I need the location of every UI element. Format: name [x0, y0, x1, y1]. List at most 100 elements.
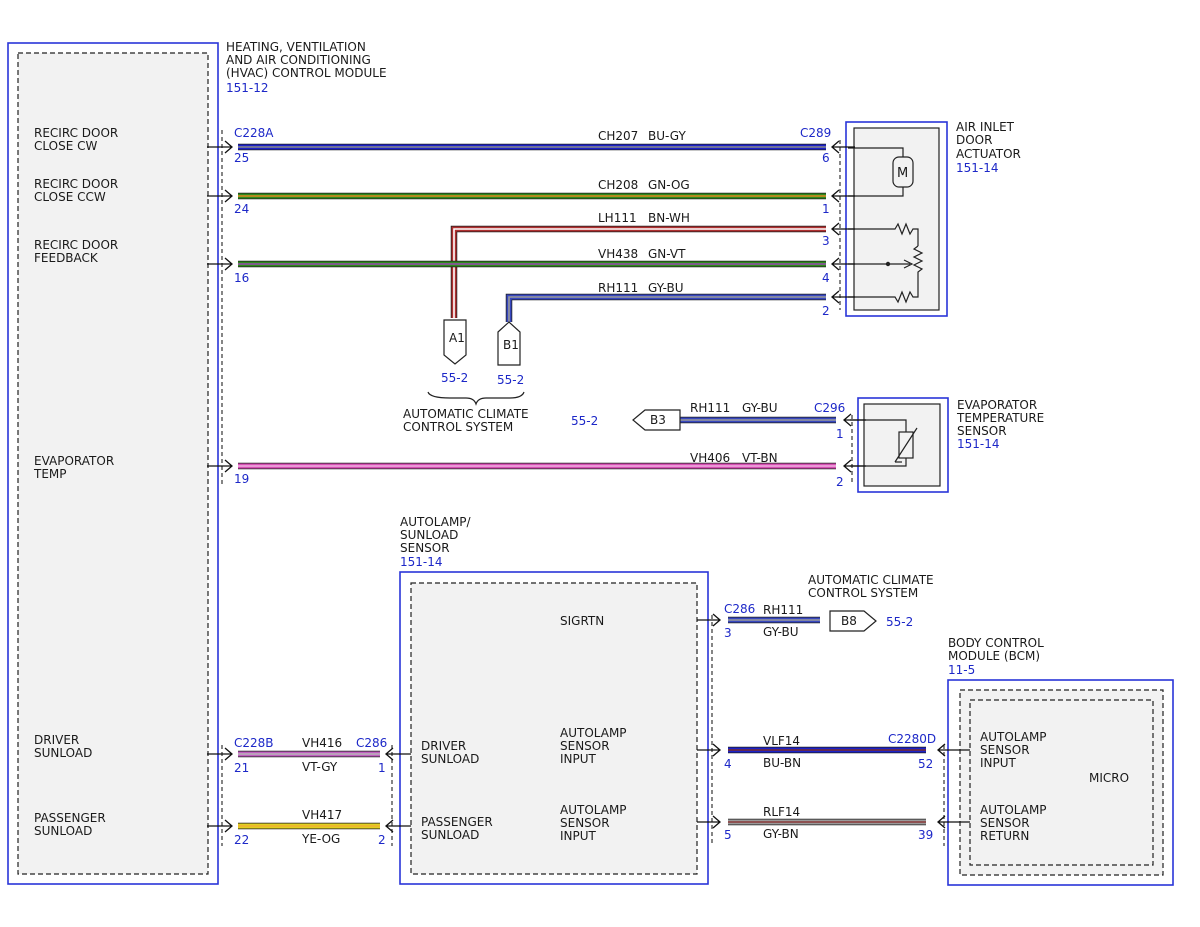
evaporator-temperature-sensor[interactable]: [857, 397, 949, 493]
connector-c2280d-label: C2280D: [888, 732, 936, 746]
svg-text:SUNLOAD: SUNLOAD: [34, 746, 92, 760]
svg-text:BODY CONTROL: BODY CONTROL: [948, 636, 1044, 650]
wire-vh406[interactable]: VH406 VT-BN 19 2: [234, 451, 844, 489]
svg-text:SENSOR: SENSOR: [957, 424, 1007, 438]
acc-reference-label-mid: AUTOMATIC CLIMATE CONTROL SYSTEM: [403, 407, 529, 434]
wire-label-color: GY-BU: [742, 401, 778, 415]
reference-a1[interactable]: A1 55-2: [441, 319, 468, 385]
svg-text:A1: A1: [449, 331, 465, 345]
wire-label-circuit: RH111: [690, 401, 730, 415]
svg-text:RECIRC DOOR: RECIRC DOOR: [34, 238, 118, 252]
hvac-module-title: HEATING, VENTILATION AND AIR CONDITIONIN…: [226, 40, 387, 95]
svg-text:M: M: [897, 166, 908, 181]
wire-label-color: GN-VT: [648, 247, 686, 261]
svg-text:AIR INLET: AIR INLET: [956, 120, 1015, 134]
wire-label-color: BU-GY: [648, 129, 686, 143]
pin-number: 2: [378, 833, 386, 847]
svg-text:EVAPORATOR: EVAPORATOR: [34, 454, 114, 468]
wire-label-color: BN-WH: [648, 211, 690, 225]
svg-text:PASSENGER: PASSENGER: [34, 811, 106, 825]
autolamp-sensor-title: AUTOLAMP/ SUNLOAD SENSOR 151-14: [400, 515, 472, 569]
pin-number: 25: [234, 151, 249, 165]
air-inlet-door-actuator[interactable]: [845, 121, 948, 317]
pin-number: 52: [918, 757, 933, 771]
potentiometer-icon: [848, 222, 924, 304]
wire-rh111-evap[interactable]: RH111 GY-BU 1: [690, 401, 844, 441]
svg-text:ACTUATOR: ACTUATOR: [956, 147, 1021, 161]
svg-text:HEATING, VENTILATION: HEATING, VENTILATION: [226, 40, 366, 54]
reference-b3-page: 55-2: [571, 414, 598, 428]
pin-number: 4: [724, 757, 732, 771]
wire-path-lh111[interactable]: [450, 225, 826, 318]
reference-b8-page: 55-2: [886, 615, 913, 629]
svg-text:B8: B8: [841, 614, 857, 628]
wire-label-circuit: RLF14: [763, 805, 800, 819]
pin-number: 2: [822, 304, 830, 318]
wire-vlf14[interactable]: VLF14 BU-BN 4 52: [724, 734, 933, 771]
body-control-module[interactable]: [947, 679, 1174, 886]
wire-stroke: [505, 293, 826, 322]
svg-text:RECIRC DOOR: RECIRC DOOR: [34, 126, 118, 140]
wire-path-rh111-actuator[interactable]: [505, 293, 826, 322]
svg-text:SENSOR: SENSOR: [980, 816, 1030, 830]
svg-text:SIGRTN: SIGRTN: [560, 614, 604, 628]
wire-label-color: GN-OG: [648, 178, 690, 192]
svg-text:DRIVER: DRIVER: [34, 733, 79, 747]
pin-number: 5: [724, 828, 732, 842]
pin-number: 19: [234, 472, 249, 486]
wire-label-circuit: CH208: [598, 178, 638, 192]
hvac-module[interactable]: [7, 42, 219, 885]
svg-text:AUTOLAMP: AUTOLAMP: [980, 803, 1047, 817]
wire-vh438[interactable]: VH438 GN-VT 16 4: [234, 247, 830, 285]
wire-stroke: [508, 296, 826, 322]
svg-text:SUNLOAD: SUNLOAD: [34, 824, 92, 838]
wire-lh111[interactable]: LH111 BN-WH 3: [598, 211, 830, 248]
pin-number: 1: [836, 427, 844, 441]
pin-number: 16: [234, 271, 249, 285]
svg-text:CONTROL SYSTEM: CONTROL SYSTEM: [808, 586, 918, 600]
wire-ch208[interactable]: CH208 GN-OG 24 1: [234, 178, 830, 216]
wire-rlf14[interactable]: RLF14 GY-BN 5 39: [724, 805, 933, 842]
svg-text:INPUT: INPUT: [560, 829, 597, 843]
hvac-pin-labels: RECIRC DOOR CLOSE CW RECIRC DOOR CLOSE C…: [33, 126, 118, 838]
reference-a1-page: 55-2: [441, 371, 468, 385]
wire-label-circuit: LH111: [598, 211, 637, 225]
svg-text:B3: B3: [650, 413, 666, 427]
reference-b8[interactable]: B8 55-2: [829, 610, 913, 632]
pin-number: 6: [822, 151, 830, 165]
evaporator-sensor-title: EVAPORATOR TEMPERATURE SENSOR 151-14: [956, 398, 1044, 451]
wire-vh417[interactable]: VH417 YE-OG 22 2: [234, 808, 386, 847]
svg-text:RECIRC DOOR: RECIRC DOOR: [34, 177, 118, 191]
pin-number: 22: [234, 833, 249, 847]
svg-text:SUNLOAD: SUNLOAD: [400, 528, 458, 542]
wire-label-color: GY-BU: [648, 281, 684, 295]
autolamp-sunload-sensor[interactable]: [399, 571, 709, 885]
autolamp-sensor-ref: 151-14: [400, 555, 443, 569]
air-inlet-door-title: AIR INLET DOOR ACTUATOR 151-14: [956, 120, 1021, 175]
svg-text:AUTOLAMP: AUTOLAMP: [980, 730, 1047, 744]
svg-text:SENSOR: SENSOR: [980, 743, 1030, 757]
motor-icon: M: [848, 147, 914, 197]
svg-text:SUNLOAD: SUNLOAD: [421, 752, 479, 766]
wire-rh111-actuator[interactable]: RH111 GY-BU 2: [598, 281, 830, 318]
wire-ch207[interactable]: CH207 BU-GY 25 6: [234, 129, 830, 165]
pin-number: 1: [378, 761, 386, 775]
svg-text:DOOR: DOOR: [956, 133, 992, 147]
reference-b1[interactable]: B1 55-2: [497, 321, 524, 387]
pin-number: 21: [234, 761, 249, 775]
wire-vh416[interactable]: VH416 VT-GY 21 1: [234, 736, 386, 775]
wire-label-circuit: RH111: [763, 603, 803, 617]
autolamp-pin-labels: SIGRTN DRIVER SUNLOAD PASSENGER SUNLOAD …: [421, 614, 627, 843]
bcm-ref: 11-5: [948, 663, 975, 677]
pin-number: 3: [822, 234, 830, 248]
svg-text:SENSOR: SENSOR: [400, 541, 450, 555]
wire-label-color: VT-BN: [742, 451, 778, 465]
pin-number: 4: [822, 271, 830, 285]
wire-rh111-autolamp[interactable]: RH111 GY-BU 3: [724, 603, 803, 640]
svg-text:CLOSE CW: CLOSE CW: [34, 139, 97, 153]
reference-b3[interactable]: B3 55-2: [571, 409, 681, 431]
brace: [427, 391, 525, 406]
pin-arrows: [207, 140, 970, 833]
wire-label-circuit: CH207: [598, 129, 638, 143]
connector-c286-right-label: C286: [724, 602, 755, 616]
